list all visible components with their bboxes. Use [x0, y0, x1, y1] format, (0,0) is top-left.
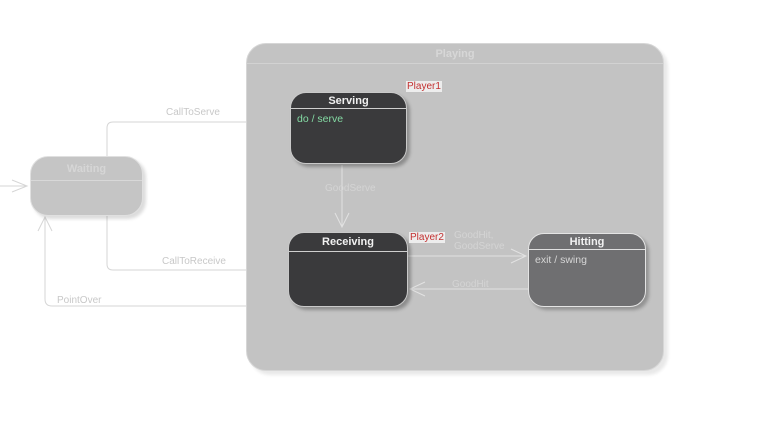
state-waiting-body	[31, 181, 142, 185]
transition-label-goodhit-goodserve-line1: GoodHit,	[454, 230, 494, 241]
state-hitting-title: Hitting	[529, 234, 645, 250]
transition-label-goodhit-goodserve-line2: GoodServe	[454, 241, 505, 252]
state-playing-title: Playing	[247, 44, 663, 64]
state-receiving-body	[289, 252, 407, 256]
transition-label-goodhit[interactable]: GoodHit	[452, 279, 489, 290]
transition-label-goodserve[interactable]: GoodServe	[325, 183, 376, 194]
transition-label-goodhit-goodserve[interactable]: GoodHit, GoodServe	[454, 230, 505, 252]
state-receiving-title: Receiving	[289, 233, 407, 252]
state-waiting[interactable]: Waiting	[30, 156, 143, 216]
state-serving-activity: do / serve	[297, 113, 344, 125]
transition-label-calltoserve[interactable]: CallToServe	[166, 107, 220, 118]
transition-label-pointover[interactable]: PointOver	[57, 295, 102, 306]
transition-label-calltoreceive[interactable]: CallToReceive	[162, 256, 226, 267]
state-serving-title: Serving	[291, 93, 406, 109]
state-receiving[interactable]: Receiving	[288, 232, 408, 307]
transition-calltoserve-line	[106, 121, 246, 156]
state-hitting[interactable]: Hitting exit / swing	[528, 233, 646, 307]
annotation-player1[interactable]: Player1	[406, 81, 442, 92]
state-hitting-activity: exit / swing	[535, 254, 587, 266]
annotation-player2[interactable]: Player2	[409, 232, 445, 243]
state-serving[interactable]: Serving do / serve	[290, 92, 407, 164]
state-waiting-title: Waiting	[31, 157, 142, 181]
transition-initial-arrow	[0, 179, 29, 193]
